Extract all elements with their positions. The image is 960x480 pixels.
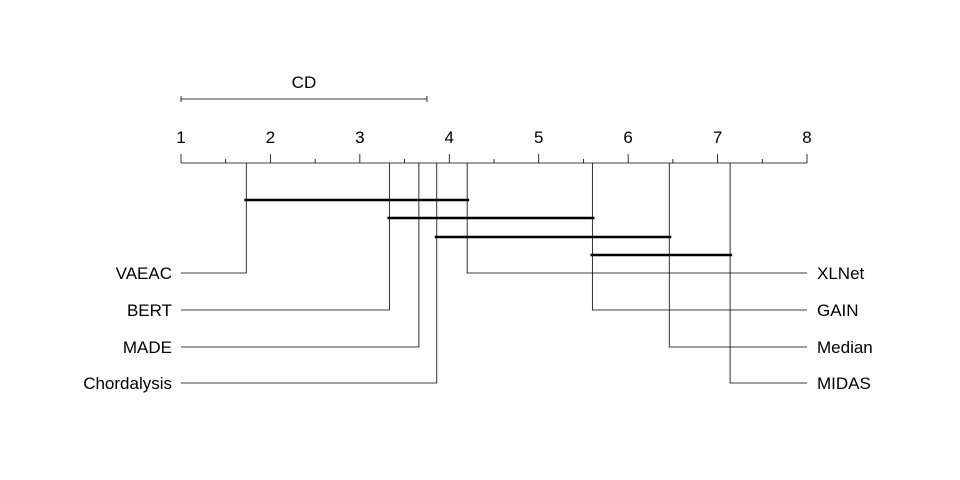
- method-label-gain: GAIN: [817, 301, 859, 320]
- tick-label-1: 1: [176, 128, 185, 147]
- leader-gain: [591, 163, 807, 311]
- rank-axis: 1 2 3 4 5 6 7 8: [176, 128, 812, 164]
- tick-label-6: 6: [623, 128, 632, 147]
- leader-midas: [729, 163, 807, 384]
- cd-label: CD: [292, 73, 317, 92]
- leader-vaeac: [181, 163, 247, 274]
- tick-label-3: 3: [355, 128, 364, 147]
- method-label-chordalysis: Chordalysis: [83, 374, 172, 393]
- cd-scale: CD: [180, 73, 428, 102]
- method-label-midas: MIDAS: [817, 374, 871, 393]
- leader-made: [181, 163, 420, 348]
- method-label-xlnet: XLNet: [817, 264, 865, 283]
- tick-label-2: 2: [266, 128, 275, 147]
- cliques: [244, 198, 733, 257]
- leader-bert: [181, 163, 390, 311]
- tick-label-4: 4: [445, 128, 454, 147]
- tick-label-7: 7: [713, 128, 722, 147]
- method-label-made: MADE: [123, 338, 172, 357]
- tick-label-5: 5: [534, 128, 543, 147]
- method-leaders: [181, 163, 807, 384]
- leader-median: [668, 163, 807, 348]
- tick-label-8: 8: [802, 128, 811, 147]
- method-label-median: Median: [817, 338, 873, 357]
- method-label-bert: BERT: [127, 301, 172, 320]
- method-label-vaeac: VAEAC: [116, 264, 172, 283]
